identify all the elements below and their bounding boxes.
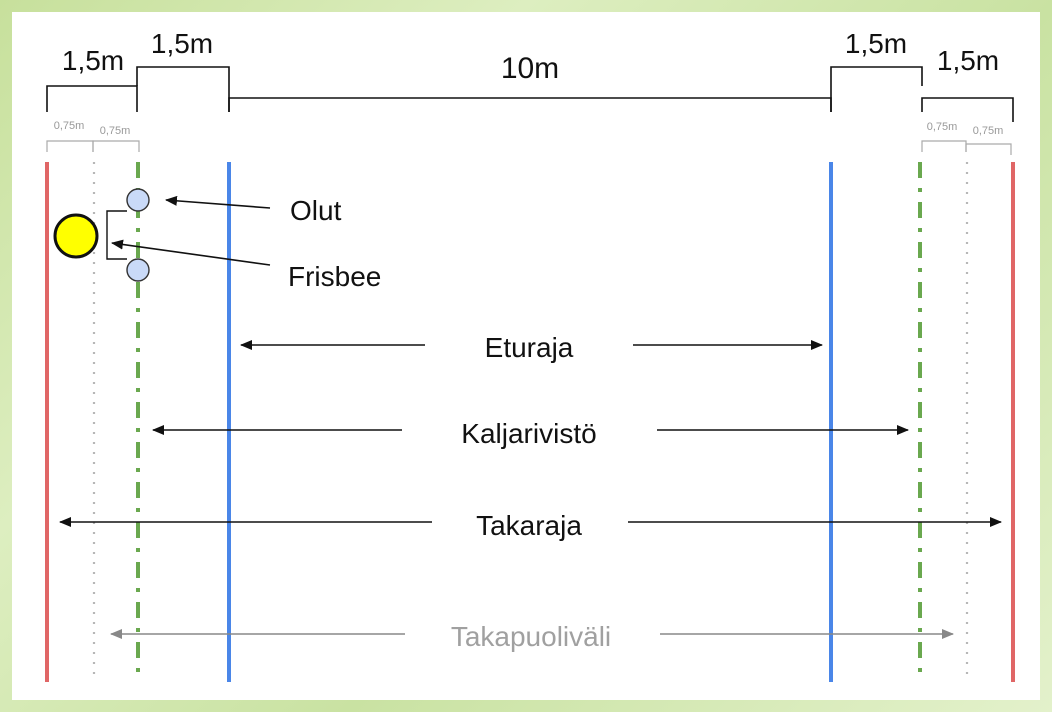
bracket-right-inner [830, 66, 923, 112]
dim-right-half-a-label: 0,75m [927, 121, 958, 133]
bracket-right-half-a [921, 140, 967, 152]
beer-can-icon [126, 258, 150, 282]
beer-label: Olut [290, 195, 342, 226]
front-line-label: Eturaja [485, 332, 574, 363]
dim-left-outer-label: 1,5m [62, 45, 124, 76]
dim-right-outer-label: 1,5m [937, 45, 999, 76]
dim-left-half-b-label: 0,75m [100, 125, 131, 137]
frisbee-pointer-arrow [111, 239, 271, 266]
dim-left-inner-label: 1,5m [151, 28, 213, 59]
frisbee-label: Frisbee [288, 261, 381, 292]
bracket-left-half-b [92, 140, 140, 152]
bracket-middle [228, 97, 832, 112]
bracket-left-half-a [46, 140, 94, 152]
frisbee-bracket [106, 210, 127, 260]
bracket-right-half-b [965, 143, 1012, 155]
dim-right-half-b-label: 0,75m [973, 125, 1004, 137]
bracket-right-outer [921, 97, 1014, 122]
beer-pointer-arrow [165, 195, 271, 209]
dim-right-inner-label: 1,5m [845, 28, 907, 59]
back-half-label: Takapuoliväli [451, 621, 611, 652]
bracket-left-inner [136, 66, 230, 112]
beer-can-icon [126, 188, 150, 212]
diagram-panel [12, 12, 1040, 700]
dim-middle-label: 10m [501, 52, 559, 85]
frisbee-icon [53, 213, 99, 259]
bracket-left-outer [46, 85, 138, 112]
half-dimension-brackets [46, 140, 1012, 155]
back-line-label: Takaraja [476, 510, 582, 541]
beer-row-label: Kaljarivistö [461, 418, 596, 449]
dimension-brackets [46, 66, 1014, 122]
dim-left-half-a-label: 0,75m [54, 120, 85, 132]
